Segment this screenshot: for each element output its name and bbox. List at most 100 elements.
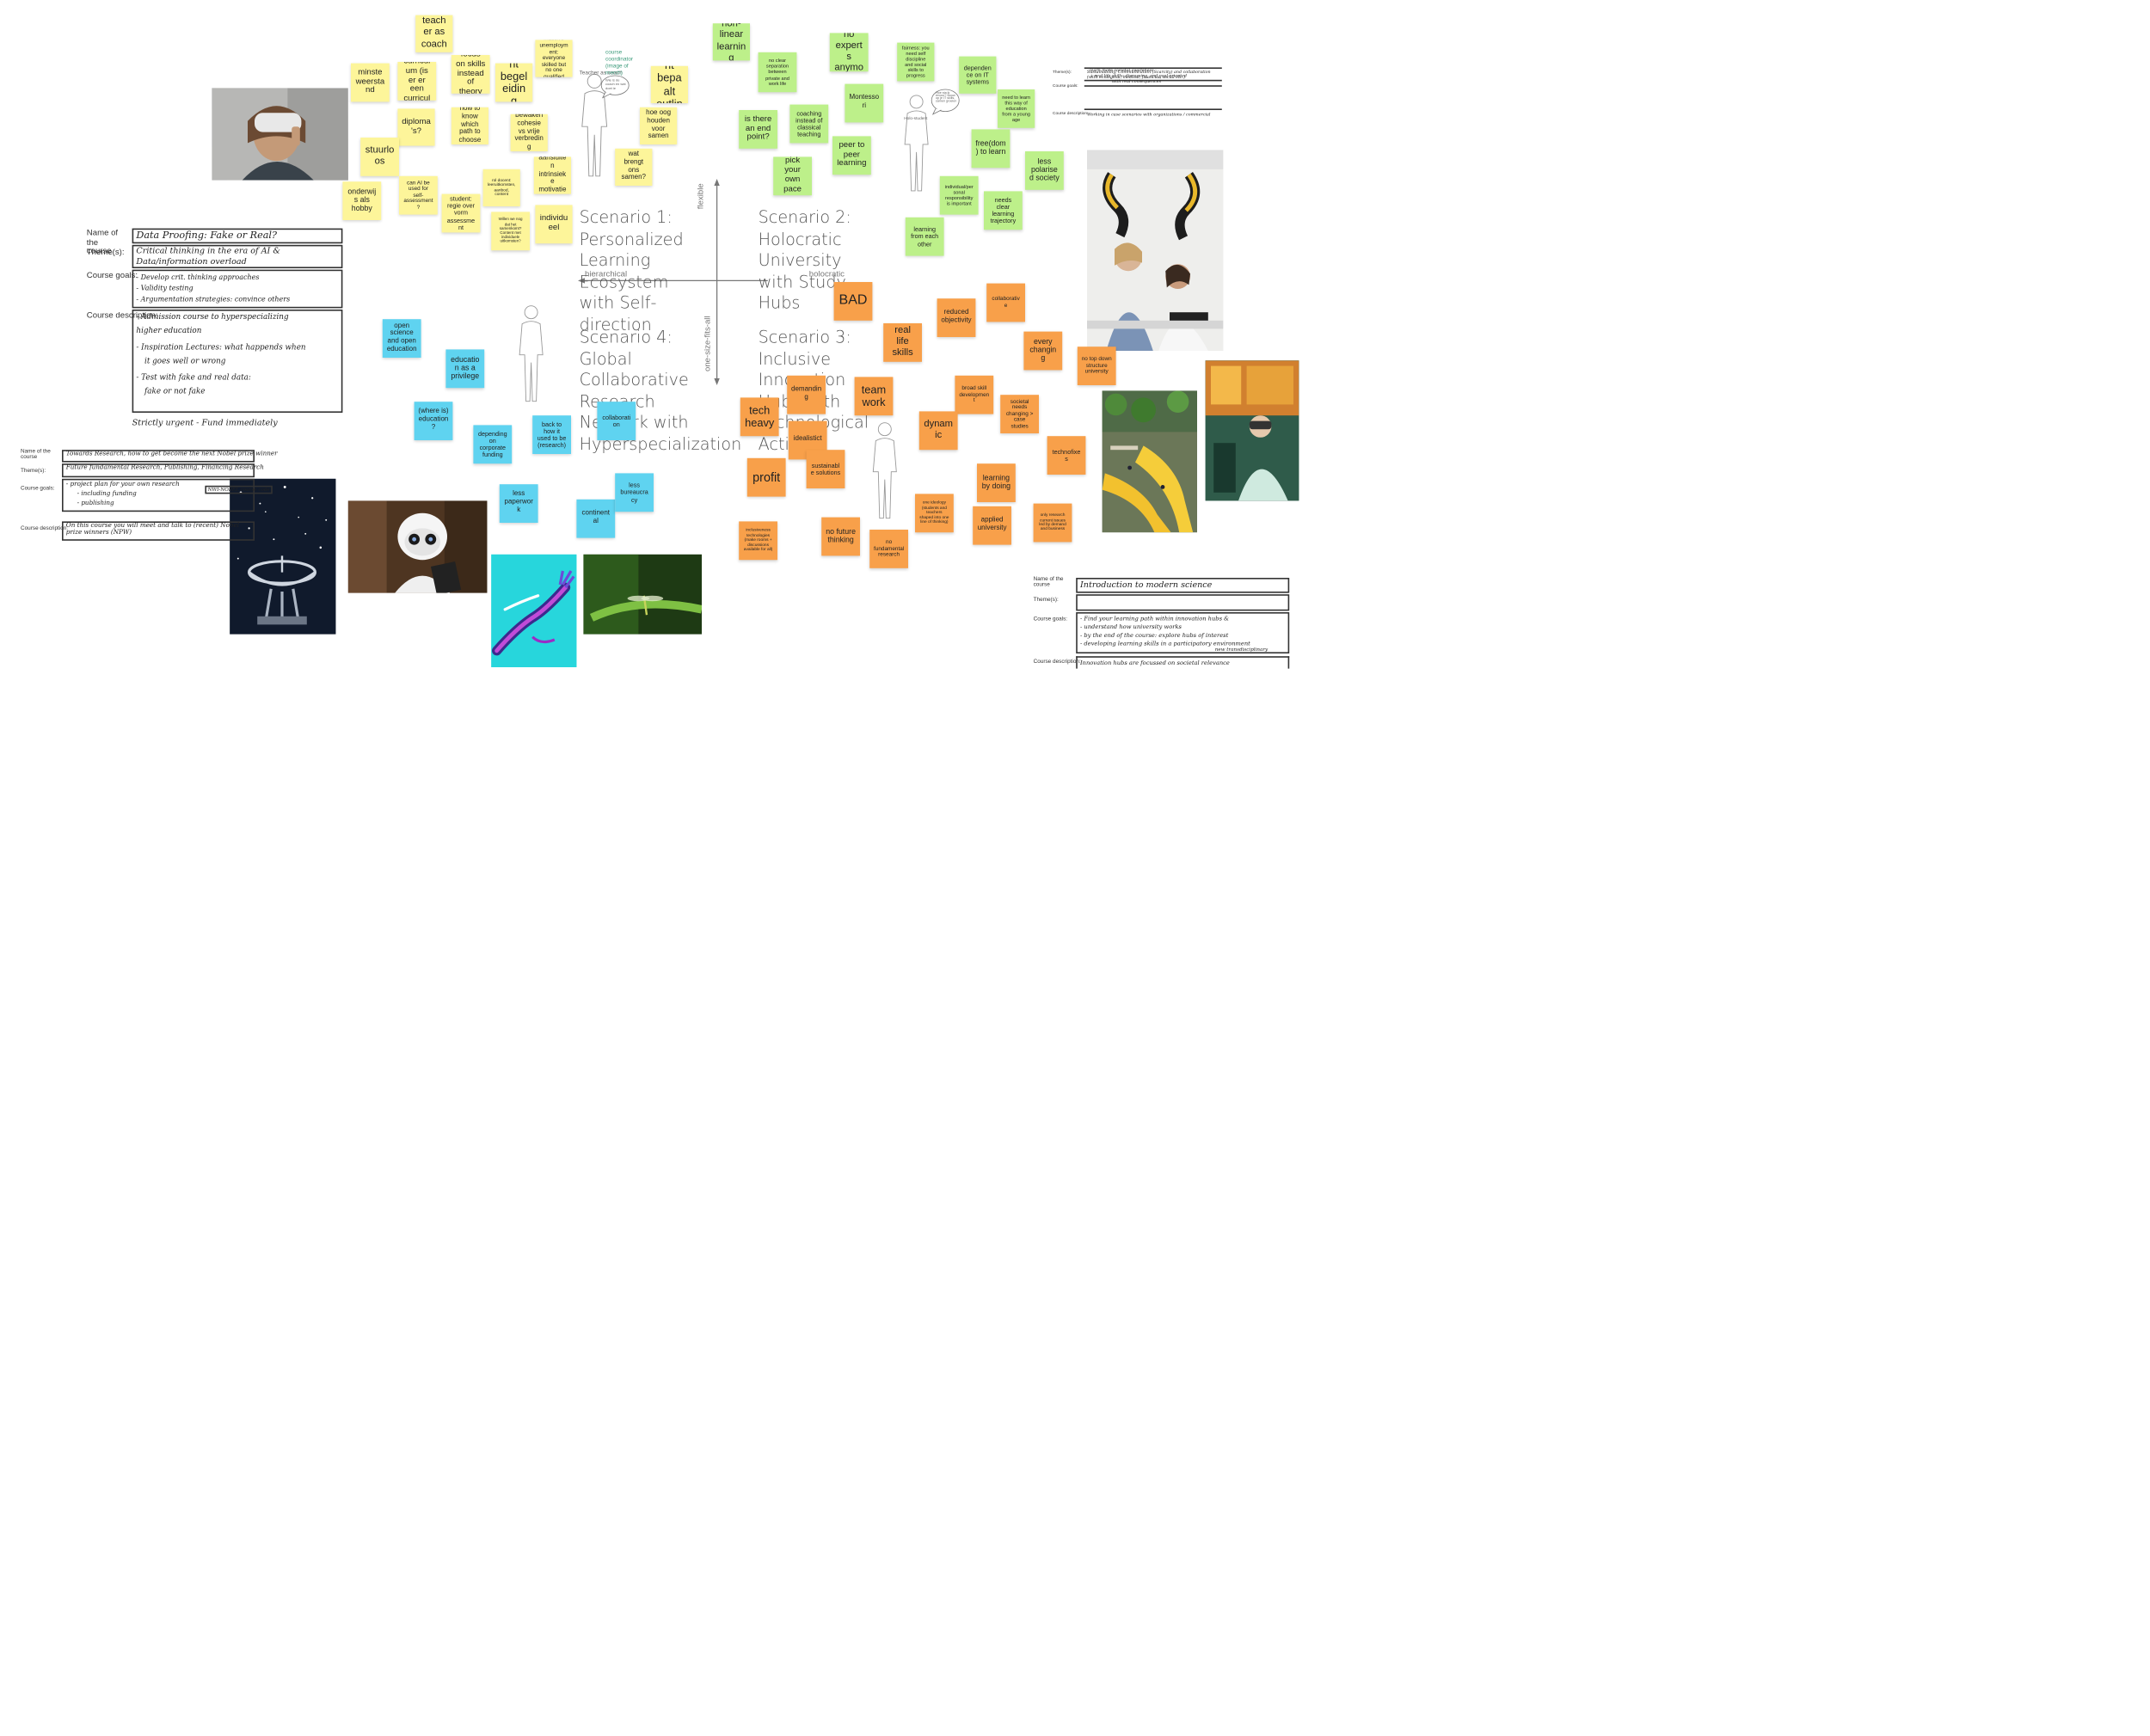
form-field-goals[interactable]: - Develop crit. thinking approaches - Va… (132, 270, 343, 309)
scenario-1-title[interactable]: Scenario 1: Personalized Learning Ecosys… (580, 208, 692, 337)
sticky-note[interactable]: profit (747, 458, 786, 497)
form-field-name[interactable]: Data Proofing: Fake or Real? (132, 229, 343, 244)
sticky-note[interactable]: learning from each other (906, 218, 944, 256)
sticky-note[interactable]: demanding (787, 376, 826, 414)
form-goal: - developing learning skills in a partic… (1080, 640, 1250, 647)
form-value-desc: On this course you will meet and talk to… (66, 523, 254, 537)
sticky-note[interactable]: hoe oog houden voor samen (640, 107, 677, 144)
form-footer-note: Strictly urgent - Fund immediately (132, 418, 278, 427)
sticky-note[interactable]: no fundamental research (869, 530, 908, 568)
sticky-note[interactable]: applied university (973, 506, 1011, 545)
digital-hands-photo[interactable] (491, 555, 576, 667)
sticky-note[interactable]: individueel (535, 205, 572, 243)
form-field-desc[interactable]: Working in case scenarios with organizat… (1084, 108, 1222, 120)
sticky-note[interactable]: (where is) education? (415, 402, 453, 440)
sticky-note[interactable]: coaching instead of classical teaching (789, 105, 828, 144)
sticky-note[interactable]: non-linear learning (713, 23, 750, 60)
sticky-note[interactable]: minste weerstand (351, 64, 390, 102)
course-form-1[interactable]: Name of the course Data Proofing: Fake o… (85, 229, 344, 435)
sticky-note[interactable]: risk: no experts anymore (830, 33, 869, 71)
sticky-note[interactable]: BAD (834, 282, 873, 321)
form-label-desc: Course description: (21, 525, 68, 531)
sticky-note[interactable]: less bureaucracy (615, 473, 654, 512)
sticky-note[interactable]: can AI be used for self-assessment? (399, 176, 438, 215)
sketch-note-s2-bubble: Hoe sta ik ervoor? Bouw op je IT skills,… (936, 92, 958, 103)
sticky-note[interactable]: continental (576, 500, 615, 538)
sticky-note[interactable]: team work (855, 377, 894, 415)
sticky-note[interactable]: one ideology (students and teachers shap… (915, 494, 954, 532)
sticky-note[interactable]: bewaken cohesie vs vrije verbreding (511, 114, 548, 151)
form-field-goals[interactable]: - learn more societal awareness - + real… (1084, 67, 1222, 86)
sticky-note[interactable]: technofixes (1047, 436, 1086, 475)
sticky-note[interactable]: learning by doing (977, 463, 1016, 502)
sticky-note[interactable]: fairness: you need self discipline and s… (897, 43, 934, 82)
sticky-note[interactable]: needs clear learning trajectory (984, 191, 1023, 230)
sticky-note[interactable]: depending on corporate funding (473, 425, 512, 463)
sticky-note[interactable]: less paperwork (500, 484, 538, 523)
form-field-themes[interactable] (1076, 594, 1289, 610)
sticky-note[interactable]: flexibel curriculum (is er er een curric… (397, 62, 436, 101)
form-value-desc: Innovation hubs are focussed on societal… (1080, 659, 1230, 666)
vr-woman-photo[interactable] (212, 88, 347, 180)
form-field-desc[interactable]: Innovation hubs are focussed on societal… (1076, 656, 1289, 668)
sticky-note[interactable]: open science and open education (383, 319, 421, 358)
sticky-note[interactable]: reduced objectivity (937, 298, 976, 337)
sticky-note[interactable]: onderwijs als hobby (342, 181, 381, 220)
sticky-note[interactable]: real life skills (883, 323, 922, 362)
sticky-note[interactable]: dependence on IT systems (959, 57, 996, 94)
sticky-note[interactable]: no future thinking (821, 518, 860, 556)
sticky-note[interactable]: broad skill development (955, 376, 993, 414)
sticky-note[interactable]: student begeleiding 1op1 (495, 64, 532, 102)
form-field-desc[interactable]: On this course you will meet and talk to… (62, 521, 255, 540)
form-field-name[interactable]: Towards Research, how to get become the … (62, 450, 255, 462)
indoor-slides-photo[interactable] (1103, 390, 1197, 532)
sticky-note[interactable]: rol docent: leeruitkomsten, aanbod, cont… (483, 169, 520, 206)
sticky-note[interactable]: less polarised society (1025, 151, 1064, 190)
sticky-note[interactable]: only research current issues led by dema… (1034, 504, 1072, 543)
sticky-note[interactable]: how to know which path to choose (452, 107, 488, 144)
sticky-note[interactable]: wat brengt ons samen? (615, 149, 652, 186)
sticky-note[interactable]: teacher as coach (415, 15, 452, 52)
sticky-note[interactable]: collaboration (597, 402, 636, 440)
course-form-3[interactable]: Theme(s): Sustainability, Communication … (1051, 67, 1221, 122)
sticky-note[interactable]: Montessori (845, 84, 883, 123)
form-field-name[interactable]: Introduction to modern science (1076, 578, 1289, 593)
sticky-note[interactable]: aansluiten intrinsieke motivatie (534, 156, 571, 193)
sticky-note[interactable]: need to learn this way of education from… (998, 89, 1035, 128)
sticky-note[interactable]: focus on skills instead of theory (452, 55, 490, 94)
sticky-note[interactable]: every changing (1023, 332, 1062, 371)
sticky-note[interactable]: dynamic (919, 411, 958, 450)
course-form-4[interactable]: Name of the course Introduction to moder… (1032, 575, 1293, 669)
sticky-note[interactable]: societal needs changing > case studies (1000, 395, 1039, 433)
dragonfly-photo[interactable] (583, 555, 702, 635)
sticky-note[interactable]: back to how it used to be (research) (532, 415, 571, 454)
sticky-note[interactable]: sustainable solutions (807, 450, 845, 488)
sticky-note[interactable]: inclusiveness technologies (make rooms +… (739, 521, 777, 560)
sticky-note[interactable]: individual/personal responsibility is im… (940, 176, 979, 215)
sticky-note[interactable]: diploma's? (397, 108, 434, 145)
form-field-themes[interactable]: Critical thinking in the era of AI & Dat… (132, 245, 343, 268)
sticky-note[interactable]: free(dom) to learn (972, 129, 1010, 168)
sticky-note[interactable]: pick your own pace (773, 156, 812, 195)
form-field-goals[interactable]: - Find your learning path within innovat… (1076, 612, 1289, 653)
sticky-note[interactable]: no top down structure university (1078, 347, 1116, 385)
form-field-desc[interactable]: - Admission course to hyperspecializing … (132, 310, 343, 413)
humanoid-robot-photo[interactable] (348, 500, 488, 592)
sticky-note[interactable]: docent bepaalt outline (651, 66, 688, 103)
sticky-note[interactable]: stuurloos (360, 138, 399, 176)
sticky-note[interactable]: Willen we nog dat het samenkomt? Content… (491, 212, 530, 250)
sticky-note[interactable]: student: regie over vorm assessment (442, 194, 481, 233)
sticky-note[interactable]: peer to peer learning (832, 136, 871, 175)
form-field-themes[interactable]: Future fundamental Research, Publishing,… (62, 463, 255, 477)
sticky-note[interactable]: tech heavy (740, 397, 779, 436)
sticky-note[interactable]: no clear separation between private and … (759, 52, 797, 92)
sticky-note[interactable]: education as a privilege (445, 349, 484, 388)
vr-train-illustration[interactable] (1206, 360, 1299, 500)
form-field-goals[interactable]: - project plan for your own research - i… (62, 479, 255, 512)
course-form-2[interactable]: Name of the course Towards Research, how… (19, 447, 255, 543)
sticky-note[interactable]: collaborative (986, 284, 1025, 322)
robot-lab-photo[interactable] (1087, 150, 1223, 351)
sticky-note[interactable]: is there an end point? (739, 110, 777, 149)
sticky-note[interactable]: massive unemployment: everyone skilled b… (535, 40, 572, 77)
